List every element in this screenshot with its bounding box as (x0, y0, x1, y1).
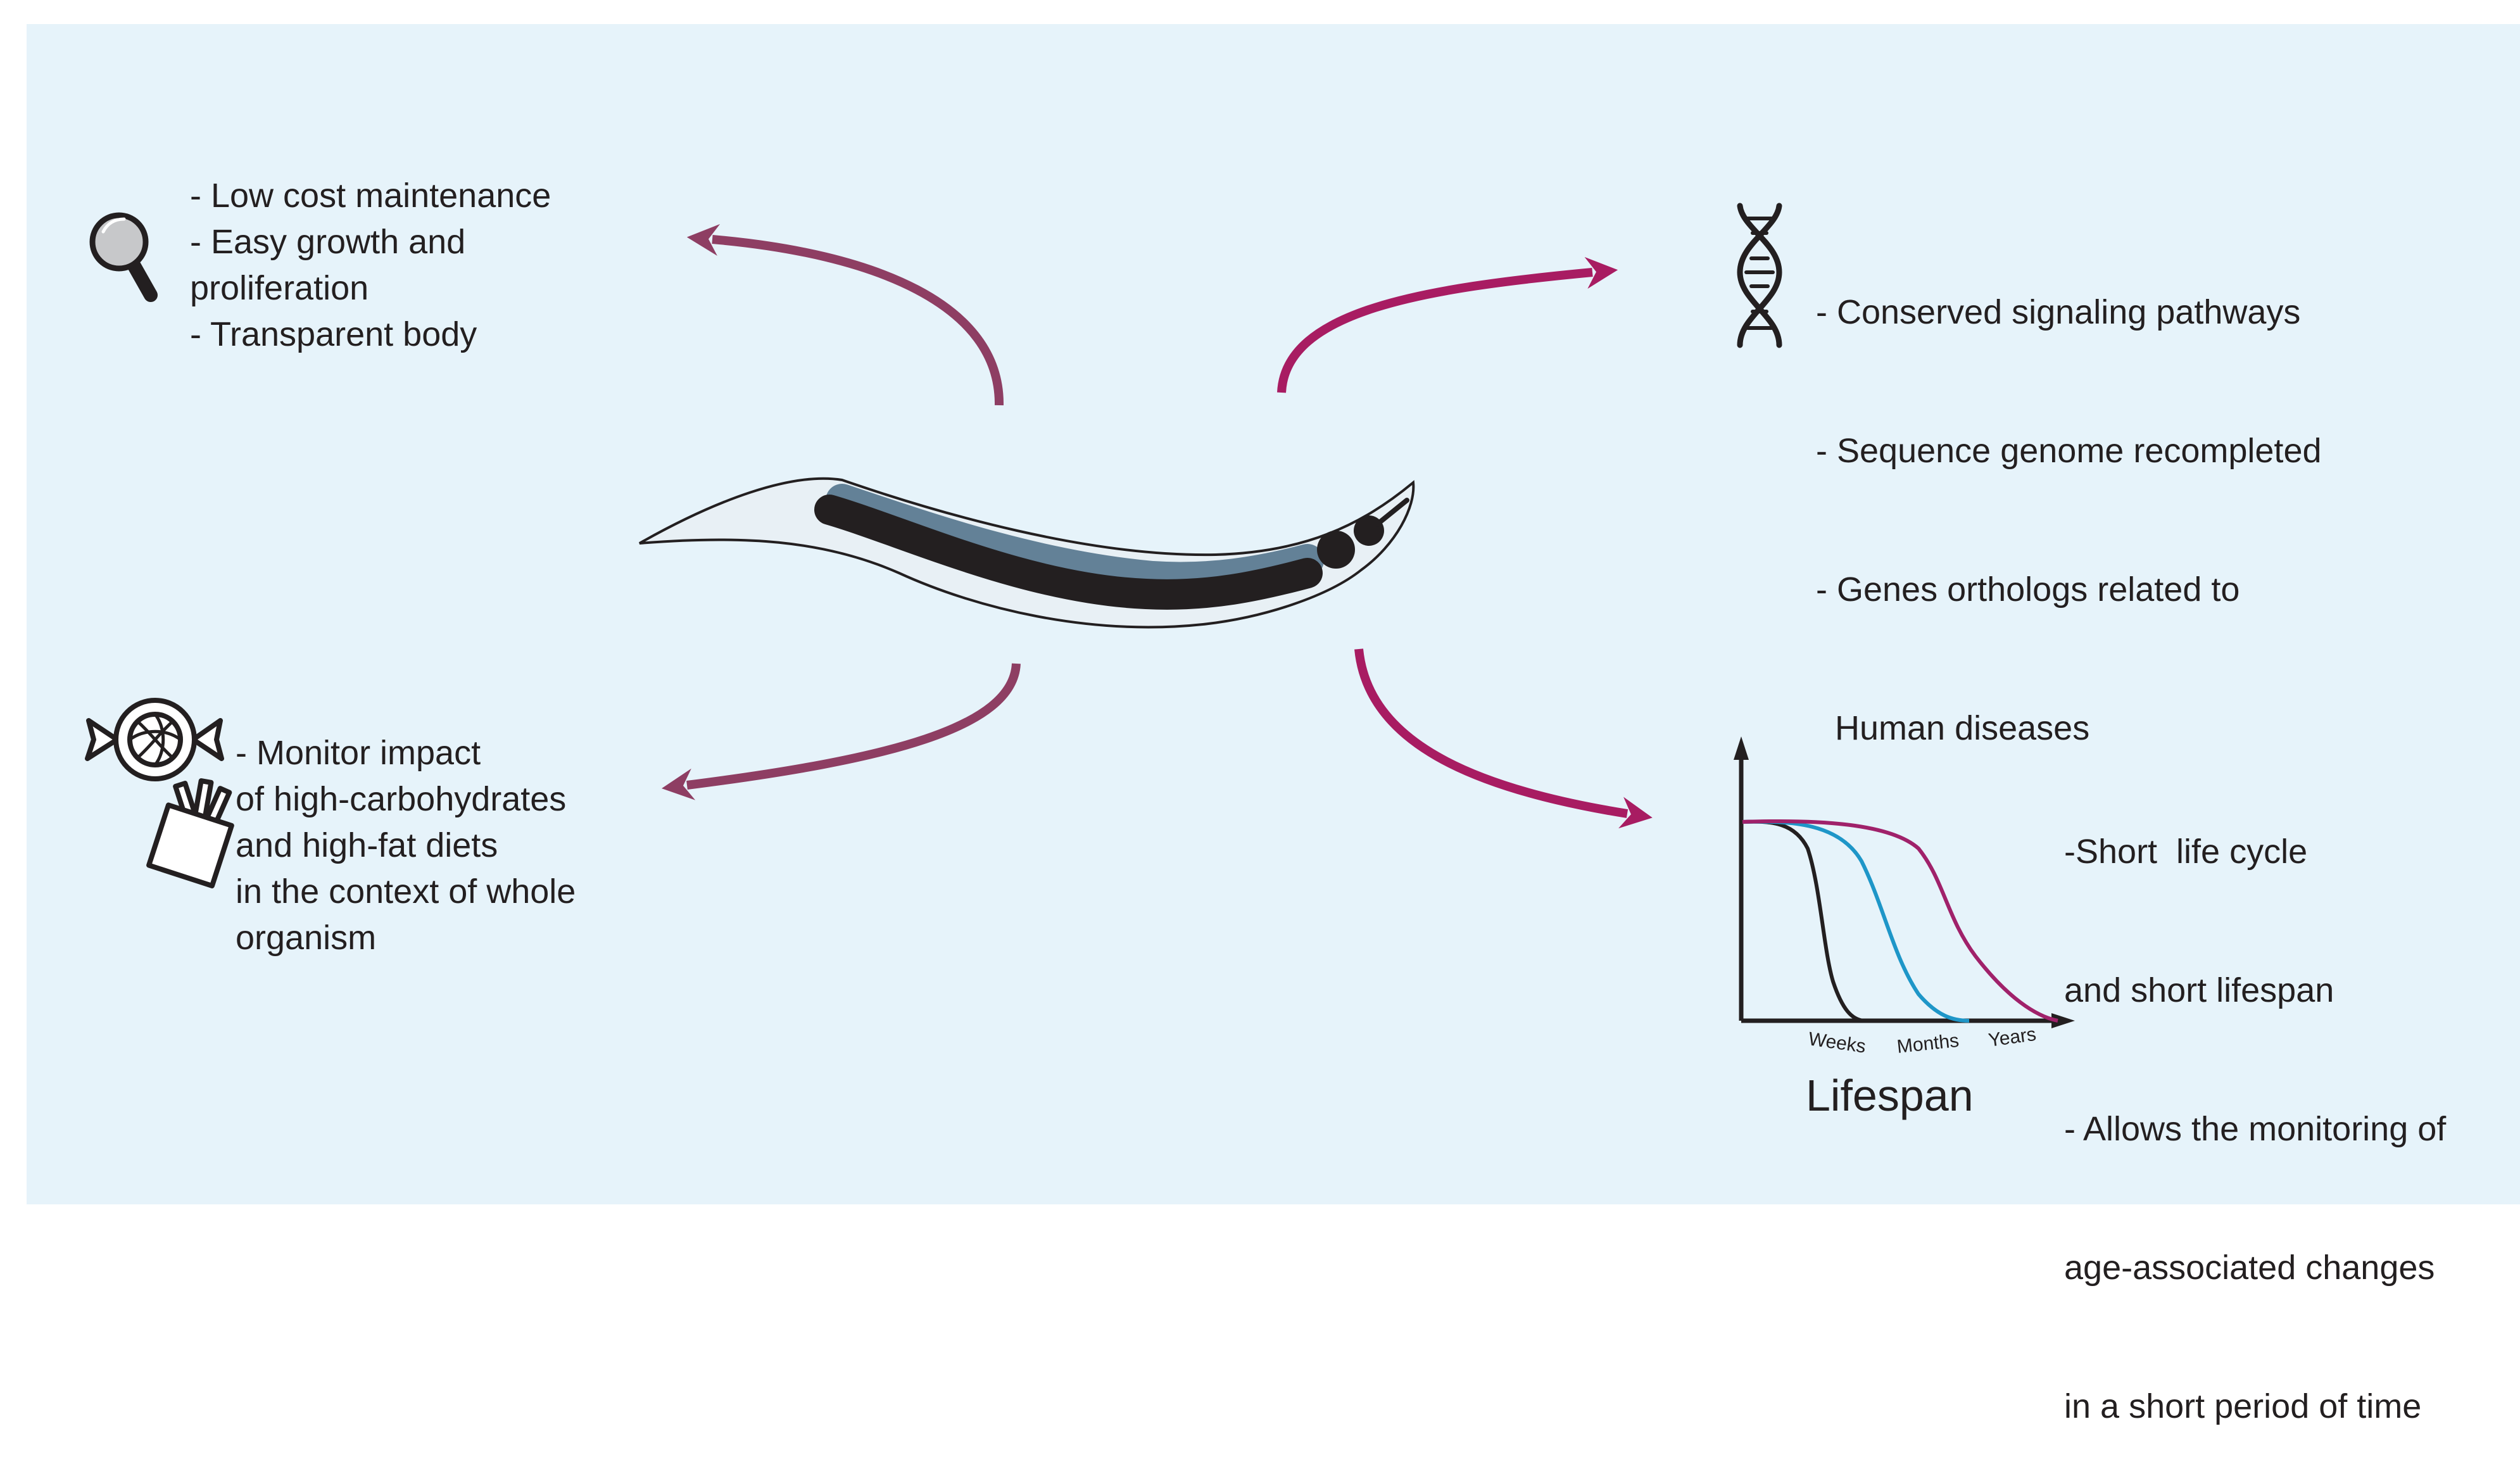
survival-curve-years (1742, 819, 2058, 1023)
feature-line: - Easy growth and (190, 223, 466, 261)
x-axis-arrowhead (2051, 1013, 2075, 1028)
feature-line: - Transparent body (190, 315, 477, 353)
feature-line: - Allows the monitoring of (2064, 1110, 2447, 1148)
bottom-left-features: - Monitor impact of high-carbohydrates a… (236, 730, 576, 961)
arrow-to-bottom-left (662, 663, 1021, 800)
lifespan-chart-title: Lifespan (1806, 1071, 1974, 1120)
feature-line: - Monitor impact (236, 734, 481, 772)
feature-line: -Short life cycle (2064, 833, 2308, 871)
fast-food-icon (146, 778, 234, 888)
tick-months: Months (1896, 1030, 1960, 1057)
feature-line: - Conserved signaling pathways (1816, 293, 2301, 331)
dna-icon (1737, 203, 1782, 348)
feature-line: in a short period of time (2064, 1387, 2422, 1425)
y-axis-arrowhead (1734, 736, 1749, 760)
candy-icon (85, 698, 224, 781)
worm-head-tube (1375, 498, 1409, 527)
feature-line: and short lifespan (2064, 971, 2334, 1009)
arrow-to-top-left (686, 224, 1004, 406)
survival-curve-months (1742, 819, 1970, 1023)
feature-line: - Sequence genome recompleted (1816, 432, 2322, 470)
feature-line: of high-carbohydrates (236, 780, 567, 818)
tick-years: Years (1987, 1024, 2037, 1051)
survival-curve-weeks (1742, 819, 1864, 1023)
bottom-right-features: -Short life cycle and short lifespan - A… (2064, 736, 2446, 1476)
tick-weeks: Weeks (1807, 1028, 1867, 1057)
feature-line: Human diseases (1816, 709, 2090, 747)
top-right-features: - Conserved signaling pathways - Sequenc… (1816, 197, 2322, 798)
feature-line: organism (236, 919, 377, 957)
feature-line: age-associated changes (2064, 1249, 2435, 1287)
worm-pharynx-bulb (1317, 531, 1355, 569)
feature-line: - Low cost maintenance (190, 177, 551, 215)
feature-line: - Genes orthologs related to (1816, 571, 2240, 609)
lifespan-chart: Weeks Months Years (1734, 736, 2075, 1057)
feature-line: proliferation (190, 269, 369, 307)
arrow-to-bottom-right (1354, 648, 1653, 829)
worm-illustration (639, 477, 1415, 629)
diagram-background (27, 24, 2520, 1204)
arrow-to-top-right (1277, 256, 1618, 393)
top-left-features: - Low cost maintenance - Easy growth and… (190, 173, 551, 358)
diagram-artwork: Weeks Months Years (85, 203, 2075, 1057)
feature-line: and high-fat diets (236, 826, 498, 864)
worm-gut (814, 495, 1323, 610)
feature-line: in the context of whole (236, 873, 576, 911)
magnifier-icon (89, 212, 158, 302)
